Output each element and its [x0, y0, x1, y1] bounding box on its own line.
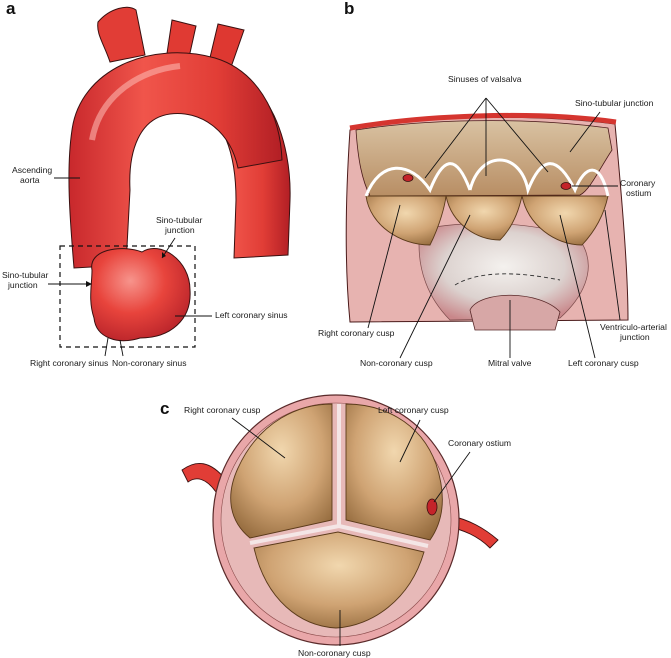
- c-cusp-left: [345, 403, 443, 541]
- label-ascending-aorta-1: Ascending: [12, 165, 52, 175]
- label-c-coronary-ostium: Coronary ostium: [448, 438, 511, 448]
- c-cusp-right: [230, 403, 333, 539]
- commissure-line-2: [468, 158, 610, 197]
- label-b-right-coronary-cusp: Right coronary cusp: [318, 328, 395, 338]
- panel-b-letter: b: [344, 0, 354, 18]
- aortic-arch: [68, 52, 283, 269]
- label-right-coronary-sinus: Right coronary sinus: [30, 358, 108, 368]
- brachiocephalic-trunk: [97, 6, 146, 63]
- leader-b-sino-tubular: [569, 111, 601, 153]
- label-b-coronary-ostium-1: Coronary: [620, 178, 656, 188]
- arrowhead-sino-tubular-top: [162, 252, 166, 258]
- b-cusp-non-coronary: [445, 195, 523, 241]
- label-c-right-coronary-cusp: Right coronary cusp: [184, 405, 261, 415]
- leader-sinus-3: [485, 97, 549, 173]
- label-b-non-coronary-cusp: Non-coronary cusp: [360, 358, 433, 368]
- leader-non-coronary-sinus: [119, 339, 124, 357]
- commissure-line-1: [364, 162, 472, 197]
- label-b-left-coronary-cusp: Left coronary cusp: [568, 358, 639, 368]
- panel-c: c Right coronary cusp Left coronary cusp…: [160, 394, 511, 658]
- mitral-valve-leaflet: [469, 294, 561, 331]
- dashed-junction-line: [454, 273, 561, 286]
- leader-c-right-coronary-cusp: [231, 417, 286, 459]
- label-ventriculo-arterial-2: junction: [619, 332, 650, 342]
- leader-c-left-coronary-cusp: [399, 419, 421, 463]
- leader-b-right-coronary-cusp: [367, 204, 401, 329]
- root-dashed-box: [59, 245, 196, 348]
- b-cusp-right: [365, 195, 447, 246]
- label-ascending-aorta-2: aorta: [20, 175, 40, 185]
- panel-c-letter: c: [160, 399, 169, 418]
- c-cusp-non-coronary: [253, 531, 425, 629]
- arch-highlight: [89, 63, 181, 141]
- leader-b-non-coronary-cusp: [399, 214, 471, 359]
- panel-b: b Sinuses of valsalva Sino-tubular junct…: [318, 0, 667, 368]
- arrowhead-sino-tubular-left: [86, 281, 92, 287]
- aortic-root-bulb: [90, 247, 191, 342]
- label-b-coronary-ostium-2: ostium: [626, 188, 651, 198]
- leader-b-left-coronary-cusp: [559, 214, 596, 359]
- label-c-non-coronary-cusp: Non-coronary cusp: [298, 648, 371, 658]
- panel-a-letter: a: [6, 0, 16, 18]
- b-right-coronary-ostium: [402, 174, 414, 182]
- label-b-sino-tubular-junction: Sino-tubular junction: [575, 98, 654, 108]
- label-sino-tubular-top-1: Sino-tubular: [156, 215, 202, 225]
- leader-ventriculo-arterial: [604, 209, 621, 321]
- label-ventriculo-arterial-1: Ventriculo-arterial: [600, 322, 667, 332]
- b-left-coronary-ostium: [560, 182, 572, 190]
- leader-sinus-1: [424, 97, 487, 179]
- label-sino-tubular-left-2: junction: [7, 280, 38, 290]
- label-non-coronary-sinus: Non-coronary sinus: [112, 358, 187, 368]
- leader-right-coronary-sinus: [104, 337, 109, 357]
- label-b-mitral-valve: Mitral valve: [488, 358, 532, 368]
- label-sino-tubular-top-2: junction: [164, 225, 195, 235]
- label-left-coronary-sinus: Left coronary sinus: [215, 310, 288, 320]
- leader-c-coronary-ostium: [433, 451, 471, 503]
- c-coronary-ostium-mark: [426, 498, 438, 516]
- label-c-left-coronary-cusp: Left coronary cusp: [378, 405, 449, 415]
- label-sinuses-of-valsalva: Sinuses of valsalva: [448, 74, 522, 84]
- c-coaptation-lines: [249, 404, 429, 548]
- label-sino-tubular-left-1: Sino-tubular: [2, 270, 48, 280]
- b-cusp-left: [521, 195, 609, 246]
- root-rim: [349, 112, 617, 131]
- panel-a: a Ascending aorta Sino-tubular junction …: [2, 0, 291, 368]
